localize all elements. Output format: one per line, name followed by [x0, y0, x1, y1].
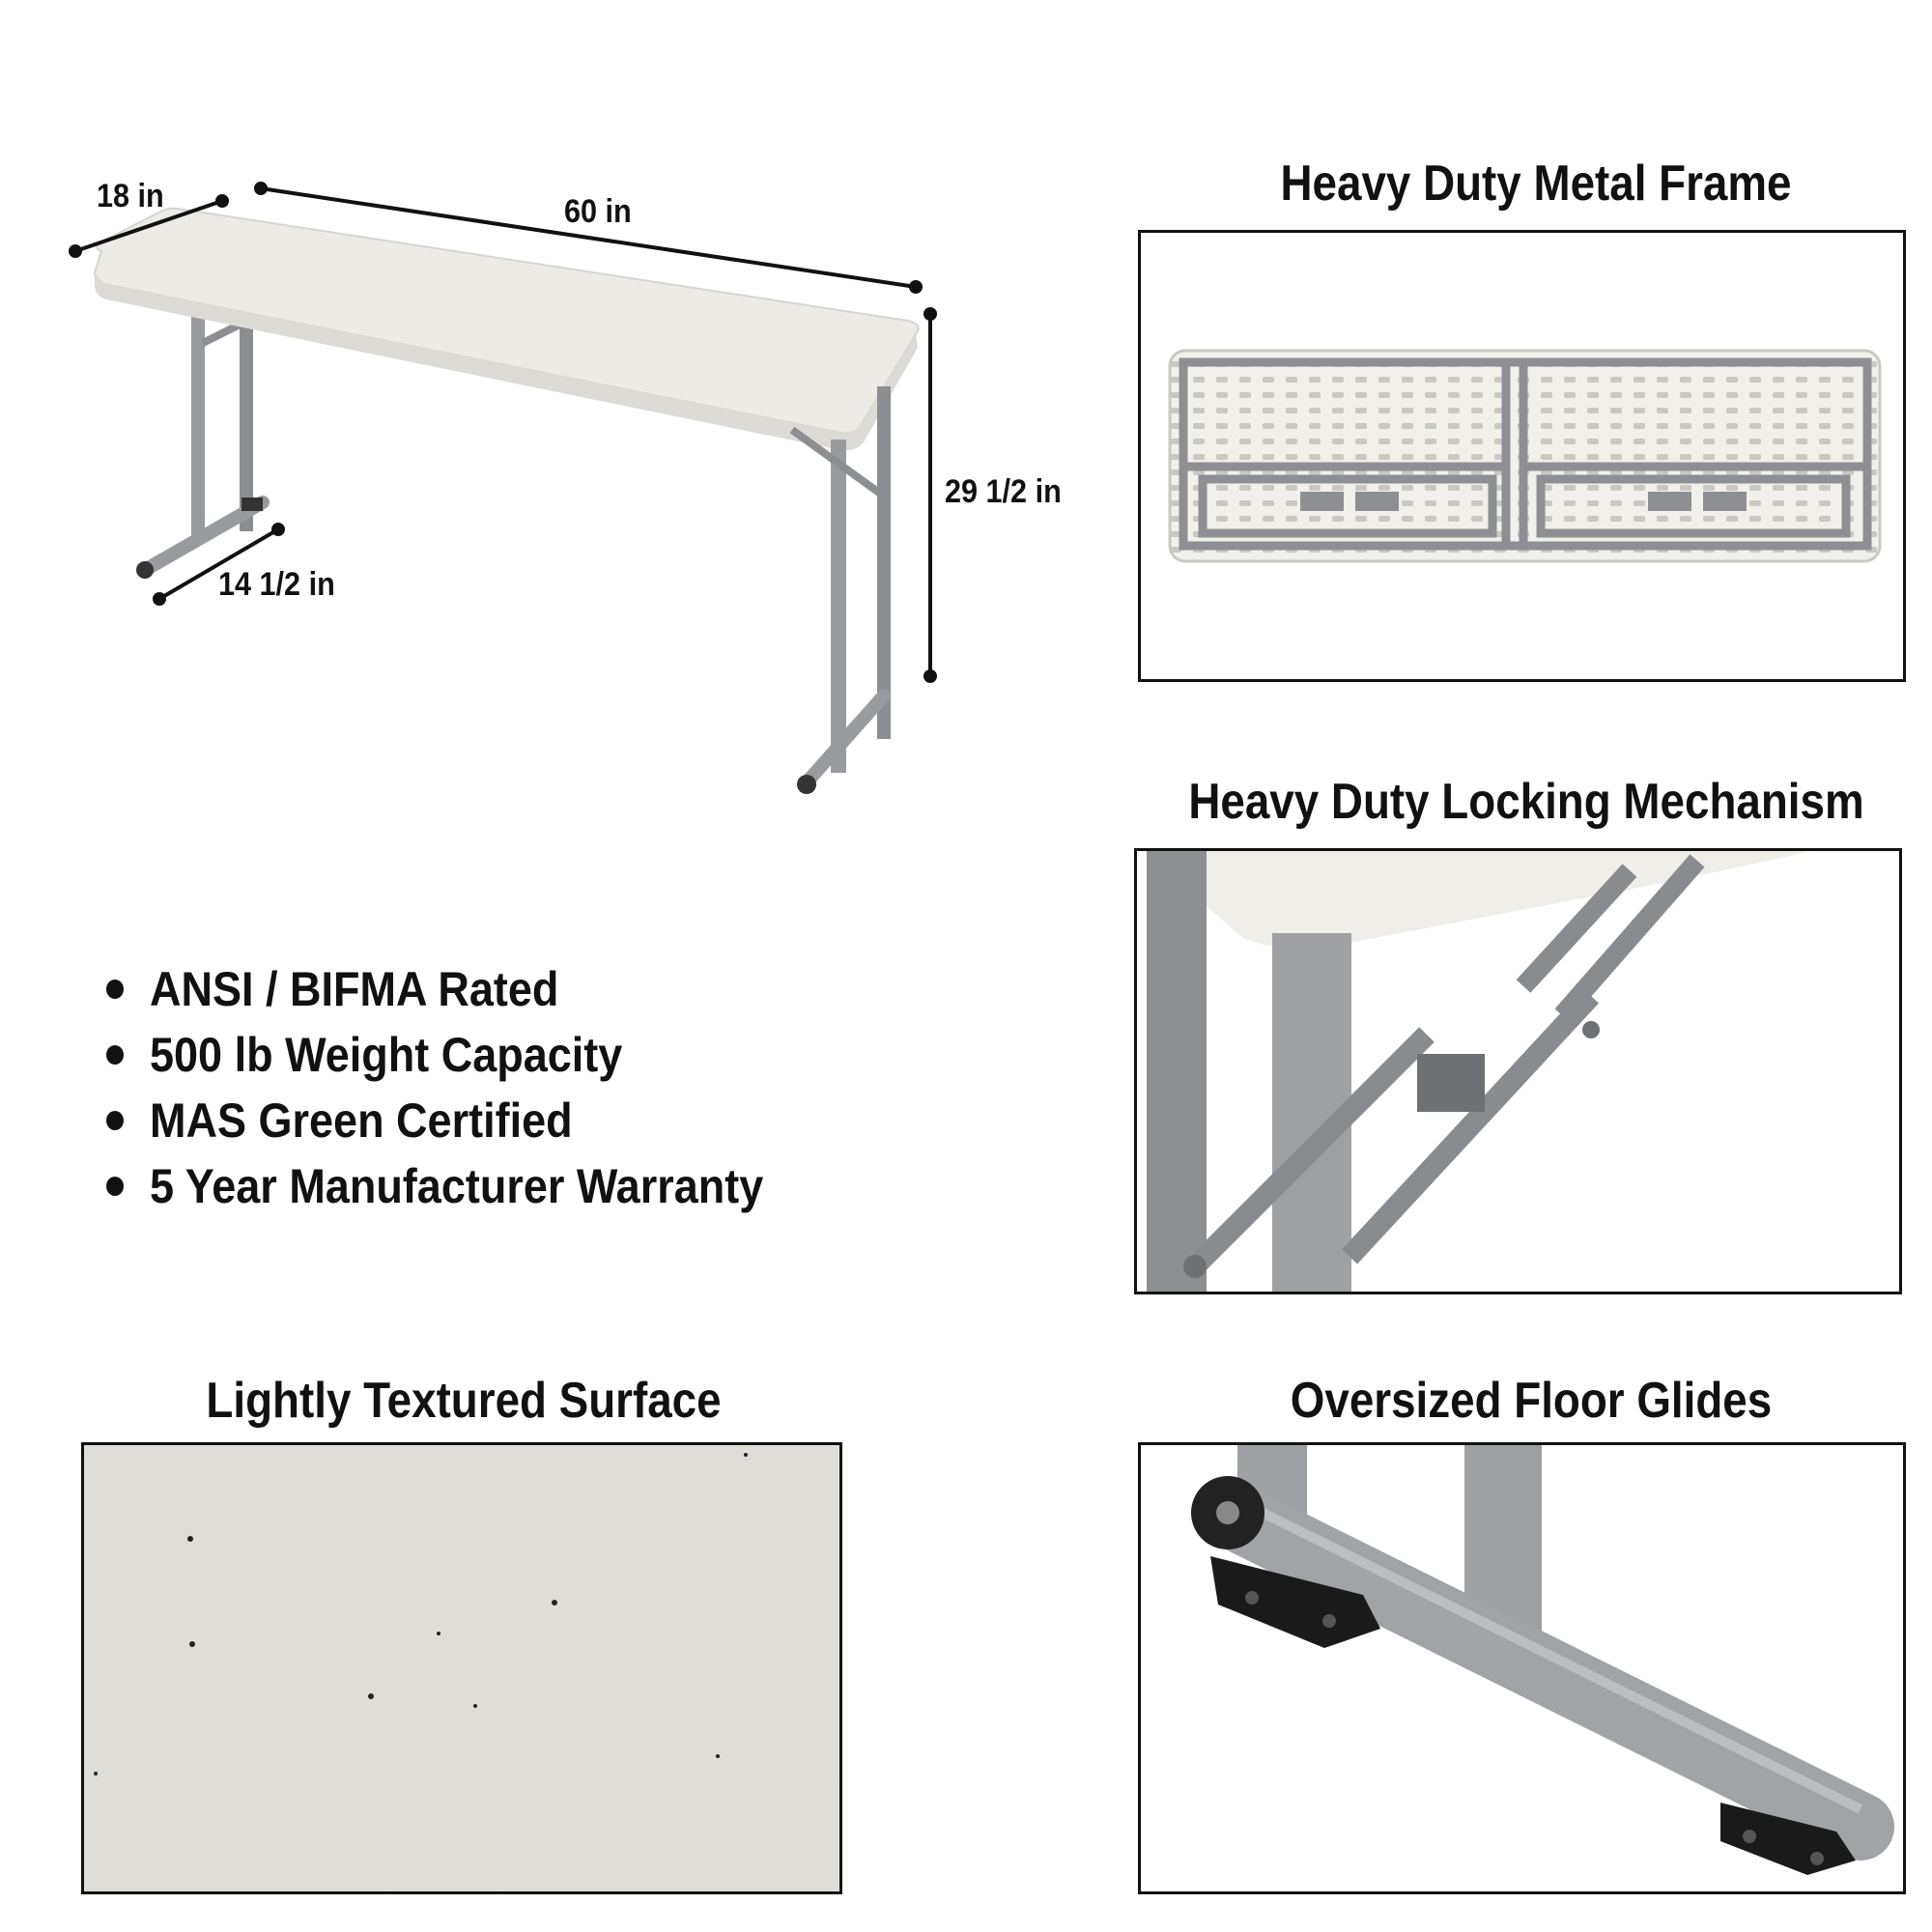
- table-illustration: [58, 174, 1121, 850]
- feature-item: 5 Year Manufacturer Warranty: [106, 1153, 763, 1219]
- right-leg-assembly: [789, 386, 891, 794]
- folding-table-image: [69, 182, 937, 794]
- feature-list: ANSI / BIFMA Rated 500 lb Weight Capacit…: [106, 956, 837, 1219]
- locking-panel: [1134, 848, 1902, 1294]
- textured-surface-image: [84, 1445, 839, 1891]
- dimension-width-label: 18 in: [97, 178, 164, 214]
- frame-underside-image: [1168, 349, 1882, 563]
- locking-mechanism-image: [1147, 851, 1813, 1292]
- glides-panel: [1138, 1442, 1906, 1894]
- frame-panel: [1138, 230, 1906, 682]
- bullet-icon: [106, 1177, 124, 1196]
- surface-panel-title: Lightly Textured Surface: [206, 1373, 722, 1429]
- feature-item: MAS Green Certified: [106, 1088, 763, 1153]
- bullet-icon: [106, 980, 124, 999]
- surface-panel: [81, 1442, 842, 1894]
- dimension-height-label: 29 1/2 in: [945, 473, 1062, 510]
- left-leg-assembly: [136, 299, 270, 579]
- dimension-lines: [69, 182, 937, 683]
- floor-glides-image: [1191, 1445, 1894, 1875]
- bullet-icon: [106, 1111, 124, 1130]
- feature-item: ANSI / BIFMA Rated: [106, 956, 763, 1022]
- feature-item: 500 lb Weight Capacity: [106, 1022, 763, 1088]
- dimension-length-label: 60 in: [564, 193, 632, 230]
- locking-panel-title: Heavy Duty Locking Mechanism: [1188, 774, 1864, 830]
- tabletop: [93, 207, 920, 451]
- frame-panel-title: Heavy Duty Metal Frame: [1280, 156, 1792, 212]
- glides-panel-title: Oversized Floor Glides: [1290, 1373, 1773, 1429]
- dimension-foot-depth-label: 14 1/2 in: [218, 566, 335, 603]
- bullet-icon: [106, 1045, 124, 1065]
